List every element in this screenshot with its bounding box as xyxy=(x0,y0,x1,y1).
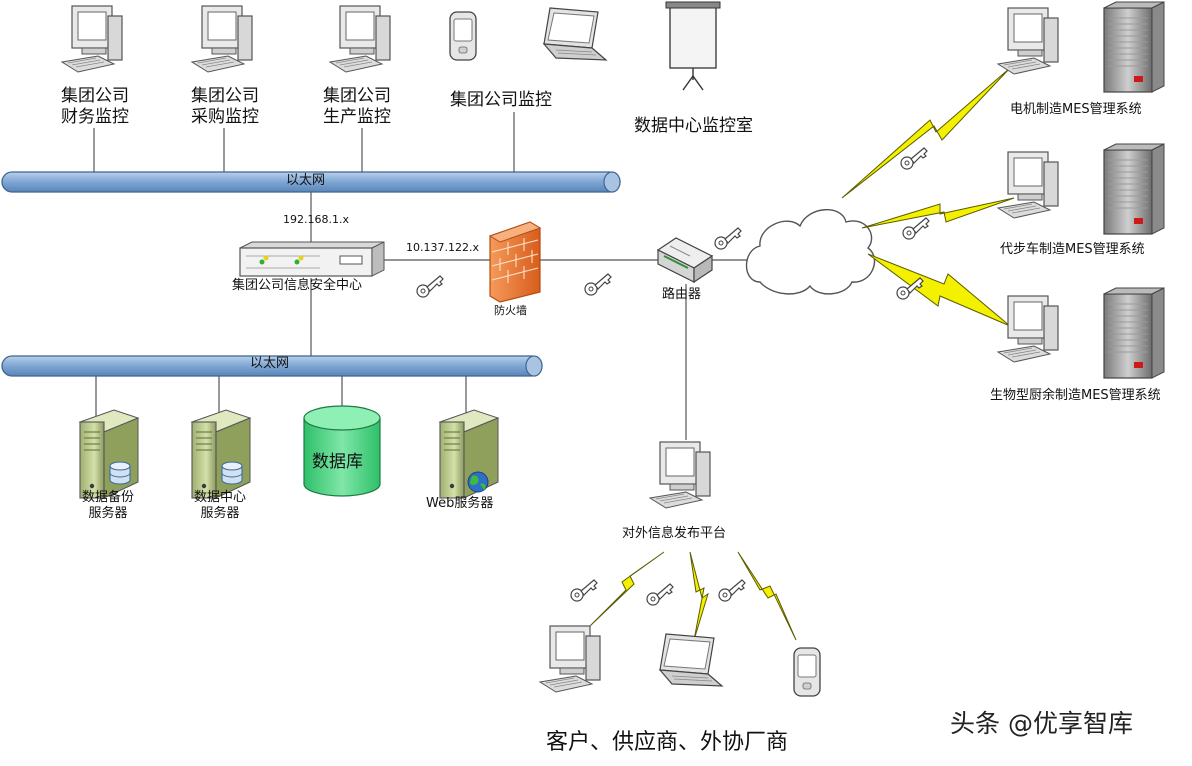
pc-icon-mes-2 xyxy=(997,151,1059,219)
laptop-icon-monitor xyxy=(543,7,607,61)
tower-server-icon-datacenter xyxy=(191,409,251,499)
pc-icon-mes-1 xyxy=(997,7,1059,75)
db-badge-icon-backup xyxy=(109,461,131,485)
label-ip-outer: 10.137.122.x xyxy=(406,241,479,254)
phone-icon-monitor xyxy=(449,11,477,61)
connection-lines xyxy=(93,112,750,440)
label-production-line1: 集团公司 xyxy=(323,86,391,106)
lightning-link-mes-2 xyxy=(861,197,1015,229)
db-badge-icon-datacenter xyxy=(221,461,243,485)
label-finance-line1: 集团公司 xyxy=(61,86,129,106)
label-datacenter-server-line2: 服务器 xyxy=(200,505,240,521)
label-publish-platform: 对外信息发布平台 xyxy=(622,526,727,541)
label-ip-inner: 192.168.1.x xyxy=(283,213,349,226)
watermark-text: 头条 @优享智库 xyxy=(950,709,1133,738)
label-security-center: 集团公司信息安全中心 xyxy=(232,278,363,293)
label-mes-2: 代步车制造MES管理系统 xyxy=(1000,242,1145,257)
label-mes-1: 电机制造MES管理系统 xyxy=(1010,102,1142,117)
label-clients: 客户、供应商、外协厂商 xyxy=(546,730,789,755)
label-datacenter-server-line1: 数据中心 xyxy=(193,490,246,505)
label-purchase: 集团公司 采购监控 xyxy=(182,86,268,127)
pc-icon-mes-3 xyxy=(997,295,1059,363)
ethernet-pipe-top xyxy=(1,171,621,193)
globe-icon xyxy=(467,471,489,493)
label-backup-server: 数据备份 服务器 xyxy=(66,490,150,522)
phone-icon-client xyxy=(793,647,821,697)
label-mobile-monitor: 集团公司监控 xyxy=(450,90,552,110)
pc-icon-production xyxy=(329,5,391,73)
pc-icon-publish-platform xyxy=(649,441,711,509)
label-production: 集团公司 生产监控 xyxy=(314,86,400,127)
key-icon-8 xyxy=(646,583,674,606)
tower-server-icon-backup xyxy=(79,409,139,499)
key-icon-3 xyxy=(714,227,742,250)
pc-icon-purchase xyxy=(191,5,253,73)
laptop-icon-client xyxy=(659,633,723,687)
key-icon-9 xyxy=(718,579,746,602)
label-production-line2: 生产监控 xyxy=(323,106,391,127)
key-icon-5 xyxy=(902,217,930,240)
lightning-link-mes-1 xyxy=(841,67,1011,199)
label-ethernet-top: 以太网 xyxy=(286,173,326,188)
pc-icon-finance xyxy=(61,5,123,73)
router-icon xyxy=(656,237,714,284)
label-router: 路由器 xyxy=(662,287,702,302)
lightning-link-mes-3 xyxy=(867,253,1011,327)
projector-screen-icon xyxy=(665,1,721,91)
label-ethernet-bottom: 以太网 xyxy=(250,356,290,371)
security-center-appliance-icon xyxy=(239,241,385,277)
lightning-link-client-2 xyxy=(689,551,709,641)
label-mes-3: 生物型厨余制造MES管理系统 xyxy=(990,388,1161,403)
key-icon-2 xyxy=(584,273,612,296)
ethernet-pipe-bottom xyxy=(1,355,543,377)
label-datacenter-room: 数据中心监控室 xyxy=(634,116,753,136)
label-backup-server-line1: 数据备份 xyxy=(81,490,134,505)
label-firewall: 防火墙 xyxy=(494,304,527,317)
rack-server-icon-mes-2 xyxy=(1103,143,1165,235)
label-finance: 集团公司 财务监控 xyxy=(52,86,138,127)
wireless-links xyxy=(589,67,1015,641)
rack-server-icon-mes-1 xyxy=(1103,1,1165,93)
internet-cloud-icon xyxy=(745,208,876,295)
label-finance-line2: 财务监控 xyxy=(61,106,129,127)
lightning-link-client-1 xyxy=(589,551,665,627)
database-cylinder-icon xyxy=(303,405,381,497)
key-icon-1 xyxy=(416,275,444,298)
label-backup-server-line2: 服务器 xyxy=(88,505,128,521)
lightning-link-client-3 xyxy=(737,551,797,641)
label-database: 数据库 xyxy=(312,452,363,472)
label-purchase-line2: 采购监控 xyxy=(191,106,259,127)
label-datacenter-server: 数据中心 服务器 xyxy=(178,490,262,522)
label-purchase-line1: 集团公司 xyxy=(191,86,259,106)
pc-icon-client xyxy=(539,625,601,693)
rack-server-icon-mes-3 xyxy=(1103,287,1165,379)
label-web-server: Web服务器 xyxy=(426,496,494,511)
key-icon-4 xyxy=(900,147,928,170)
key-icon-7 xyxy=(570,579,598,602)
firewall-icon xyxy=(488,221,542,303)
